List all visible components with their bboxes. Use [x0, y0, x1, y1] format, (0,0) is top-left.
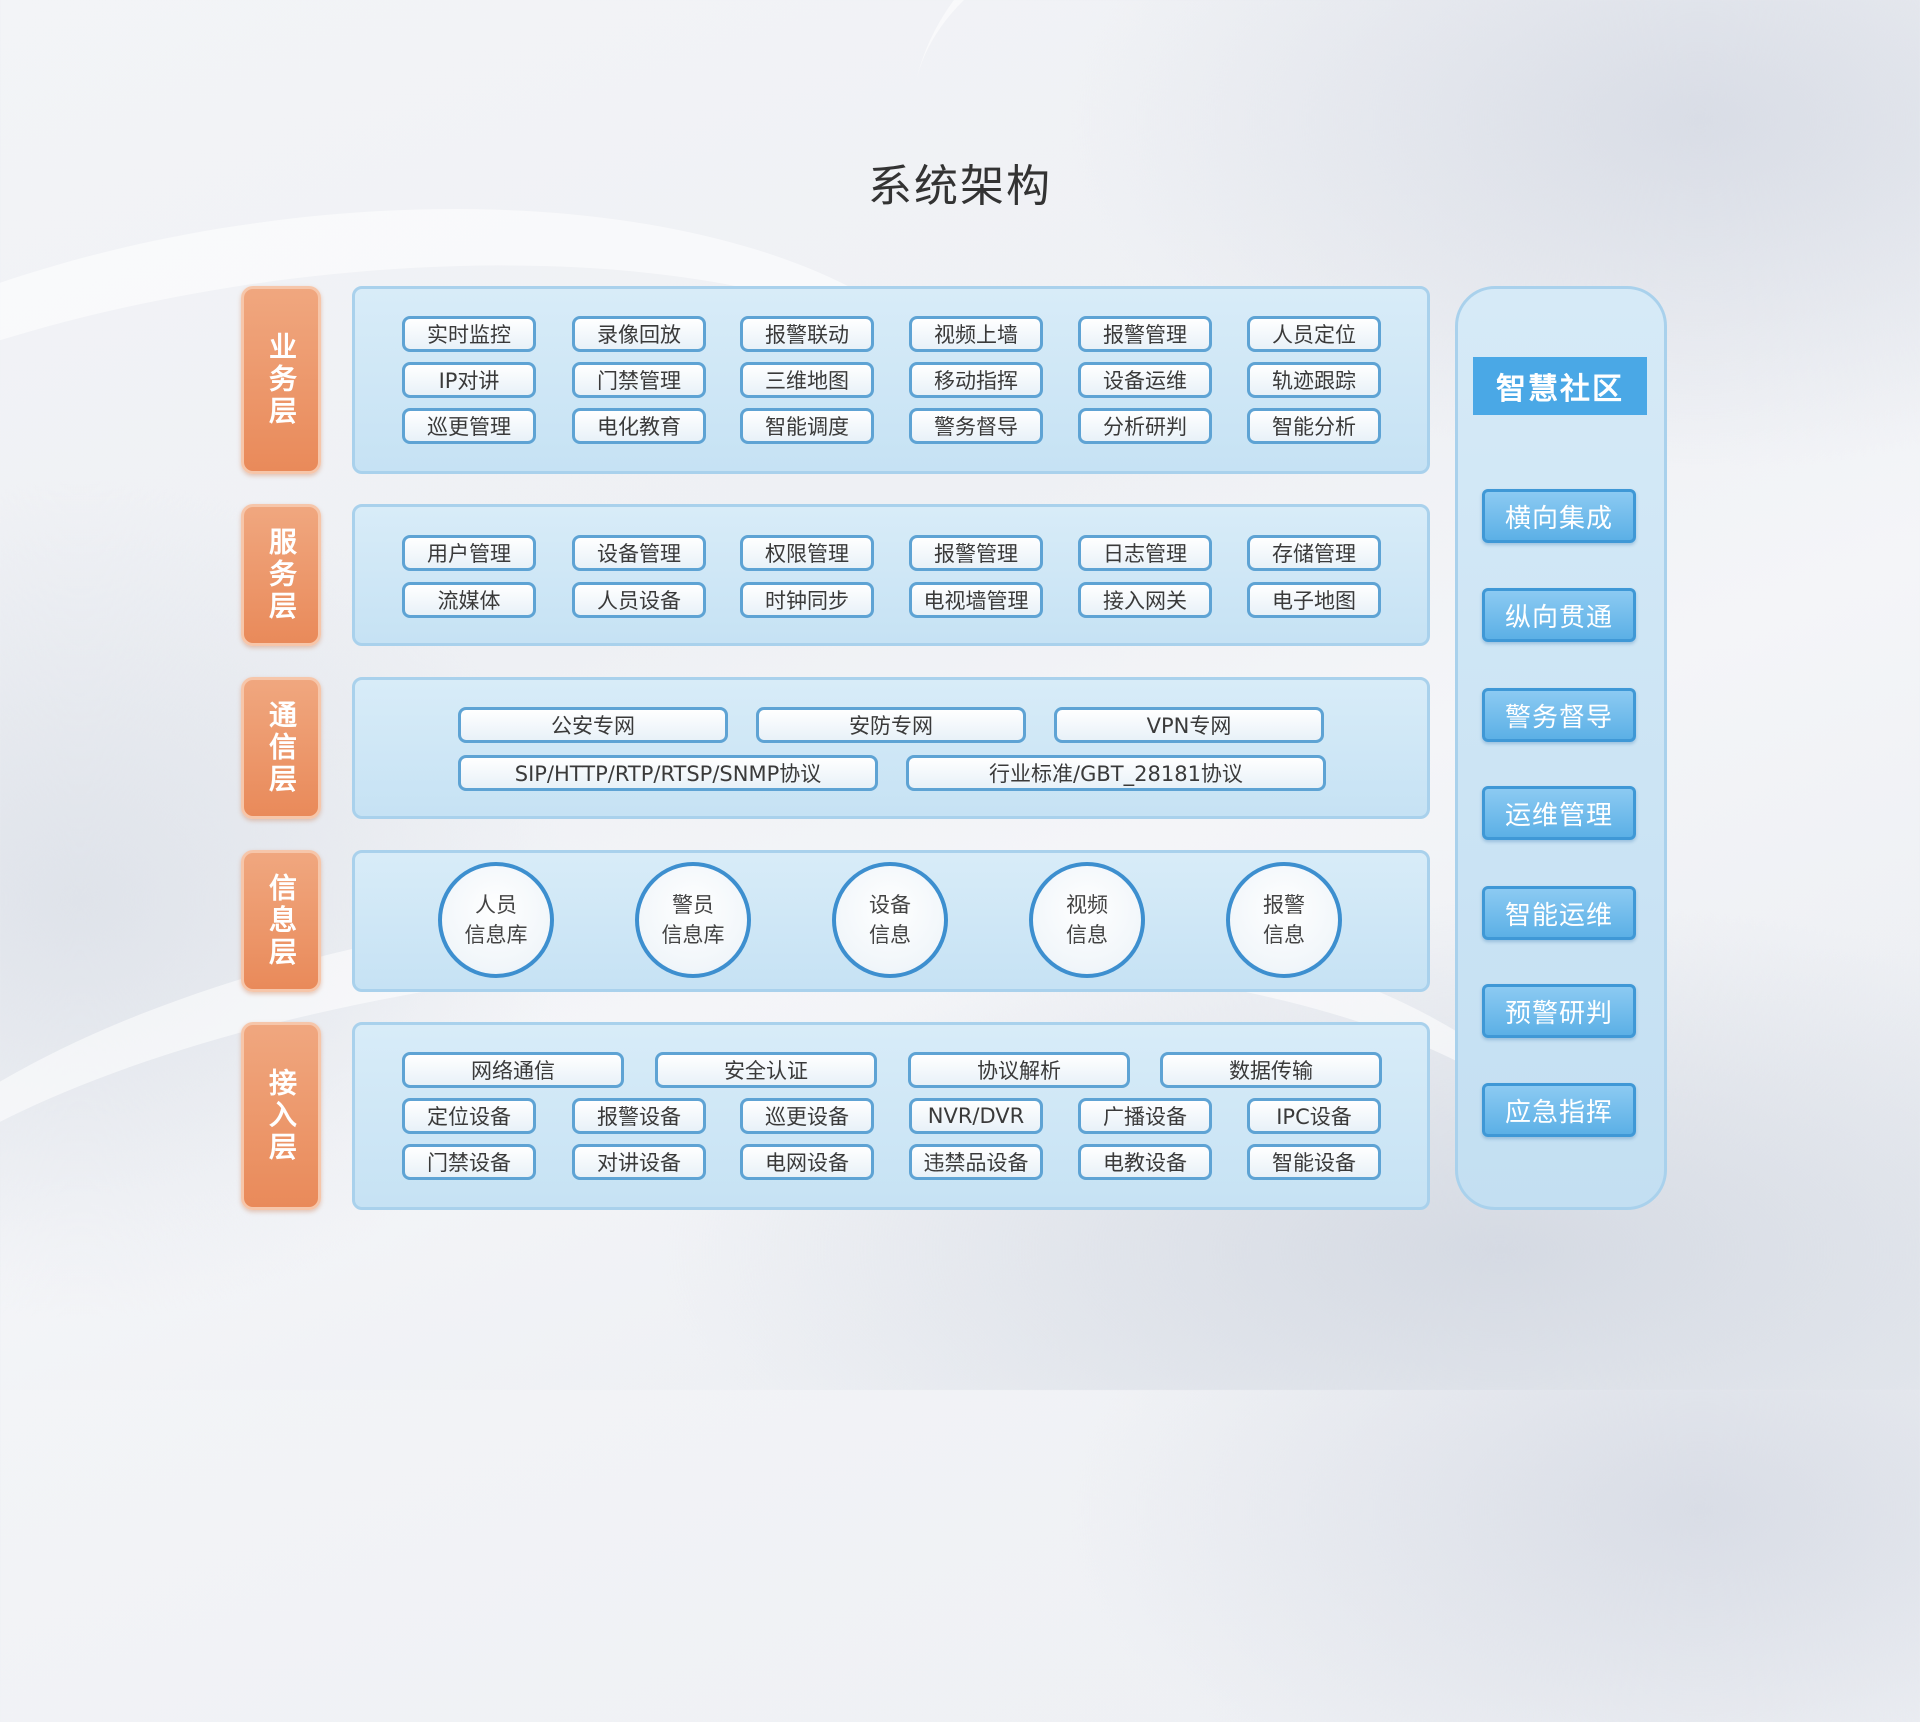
- module-chip[interactable]: 行业标准/GBT_28181协议: [906, 755, 1326, 791]
- info-node-label: 信息: [1066, 923, 1108, 947]
- side-panel-button[interactable]: 预警研判: [1482, 984, 1636, 1038]
- module-chip[interactable]: 定位设备: [402, 1098, 536, 1134]
- module-chip[interactable]: 网络通信: [402, 1052, 624, 1088]
- info-node-label: 人员: [475, 893, 517, 917]
- info-node-label: 报警: [1263, 893, 1305, 917]
- module-chip[interactable]: 接入网关: [1078, 582, 1212, 618]
- module-chip[interactable]: 协议解析: [908, 1052, 1130, 1088]
- module-chip[interactable]: 设备运维: [1078, 362, 1212, 398]
- info-node[interactable]: 警员信息库: [635, 862, 751, 978]
- module-chip[interactable]: 分析研判: [1078, 408, 1212, 444]
- info-node[interactable]: 设备信息: [832, 862, 948, 978]
- module-chip[interactable]: 人员设备: [572, 582, 706, 618]
- layer-tag-label: 信息层: [265, 873, 298, 969]
- module-chip[interactable]: NVR/DVR: [909, 1098, 1043, 1134]
- module-chip[interactable]: 存储管理: [1247, 535, 1381, 571]
- info-node-label: 视频: [1066, 893, 1108, 917]
- layer-tag-label: 接入层: [265, 1068, 298, 1164]
- layer-tag-access: 接入层: [241, 1022, 321, 1210]
- module-chip[interactable]: IP对讲: [402, 362, 536, 398]
- layer-tag-label: 服务层: [265, 527, 298, 623]
- module-chip[interactable]: 电网设备: [740, 1144, 874, 1180]
- module-chip[interactable]: 电视墙管理: [909, 582, 1043, 618]
- module-chip[interactable]: 对讲设备: [572, 1144, 706, 1180]
- module-chip[interactable]: 时钟同步: [740, 582, 874, 618]
- side-panel-button[interactable]: 警务督导: [1482, 688, 1636, 742]
- module-chip[interactable]: 报警联动: [740, 316, 874, 352]
- side-panel-button[interactable]: 纵向贯通: [1482, 588, 1636, 642]
- layer-box-service: [352, 504, 1430, 646]
- module-chip[interactable]: 视频上墙: [909, 316, 1043, 352]
- info-node-label: 警员: [672, 893, 714, 917]
- module-chip[interactable]: 三维地图: [740, 362, 874, 398]
- module-chip[interactable]: 巡更设备: [740, 1098, 874, 1134]
- module-chip[interactable]: 电子地图: [1247, 582, 1381, 618]
- module-chip[interactable]: 用户管理: [402, 535, 536, 571]
- side-panel-button[interactable]: 横向集成: [1482, 489, 1636, 543]
- module-chip[interactable]: 轨迹跟踪: [1247, 362, 1381, 398]
- module-chip[interactable]: 实时监控: [402, 316, 536, 352]
- side-panel-button[interactable]: 智能运维: [1482, 886, 1636, 940]
- layer-tag-business: 业务层: [241, 286, 321, 474]
- module-chip[interactable]: SIP/HTTP/RTP/RTSP/SNMP协议: [458, 755, 878, 791]
- layer-tag-label: 业务层: [265, 332, 298, 428]
- module-chip[interactable]: 设备管理: [572, 535, 706, 571]
- side-panel-button[interactable]: 应急指挥: [1482, 1083, 1636, 1137]
- layer-tag-service: 服务层: [241, 504, 321, 646]
- module-chip[interactable]: 门禁管理: [572, 362, 706, 398]
- module-chip[interactable]: 录像回放: [572, 316, 706, 352]
- module-chip[interactable]: 安防专网: [756, 707, 1026, 743]
- info-node-label: 信息: [1263, 923, 1305, 947]
- info-node-label: 设备: [869, 893, 911, 917]
- page-title: 系统架构: [868, 161, 1052, 212]
- module-chip[interactable]: 权限管理: [740, 535, 874, 571]
- info-node-label: 信息库: [661, 923, 725, 947]
- module-chip[interactable]: 巡更管理: [402, 408, 536, 444]
- side-panel-title: 智慧社区: [1473, 357, 1647, 415]
- module-chip[interactable]: 人员定位: [1247, 316, 1381, 352]
- info-node-label: 信息: [869, 923, 911, 947]
- module-chip[interactable]: 警务督导: [909, 408, 1043, 444]
- info-node[interactable]: 人员信息库: [438, 862, 554, 978]
- module-chip[interactable]: 报警管理: [1078, 316, 1212, 352]
- module-chip[interactable]: 安全认证: [655, 1052, 877, 1088]
- module-chip[interactable]: 广播设备: [1078, 1098, 1212, 1134]
- module-chip[interactable]: 违禁品设备: [909, 1144, 1043, 1180]
- info-node[interactable]: 报警信息: [1226, 862, 1342, 978]
- layer-tag-info: 信息层: [241, 850, 321, 992]
- module-chip[interactable]: VPN专网: [1054, 707, 1324, 743]
- module-chip[interactable]: 电化教育: [572, 408, 706, 444]
- module-chip[interactable]: 报警管理: [909, 535, 1043, 571]
- side-panel-button[interactable]: 运维管理: [1482, 786, 1636, 840]
- info-node-label: 信息库: [464, 923, 528, 947]
- layer-tag-comm: 通信层: [241, 677, 321, 819]
- module-chip[interactable]: IPC设备: [1247, 1098, 1381, 1134]
- side-panel: [1455, 286, 1667, 1210]
- module-chip[interactable]: 报警设备: [572, 1098, 706, 1134]
- module-chip[interactable]: 公安专网: [458, 707, 728, 743]
- module-chip[interactable]: 流媒体: [402, 582, 536, 618]
- module-chip[interactable]: 智能设备: [1247, 1144, 1381, 1180]
- module-chip[interactable]: 智能分析: [1247, 408, 1381, 444]
- layer-tag-label: 通信层: [265, 700, 298, 796]
- layer-box-comm: [352, 677, 1430, 819]
- module-chip[interactable]: 数据传输: [1160, 1052, 1382, 1088]
- module-chip[interactable]: 电教设备: [1078, 1144, 1212, 1180]
- module-chip[interactable]: 移动指挥: [909, 362, 1043, 398]
- module-chip[interactable]: 智能调度: [740, 408, 874, 444]
- info-node[interactable]: 视频信息: [1029, 862, 1145, 978]
- module-chip[interactable]: 门禁设备: [402, 1144, 536, 1180]
- module-chip[interactable]: 日志管理: [1078, 535, 1212, 571]
